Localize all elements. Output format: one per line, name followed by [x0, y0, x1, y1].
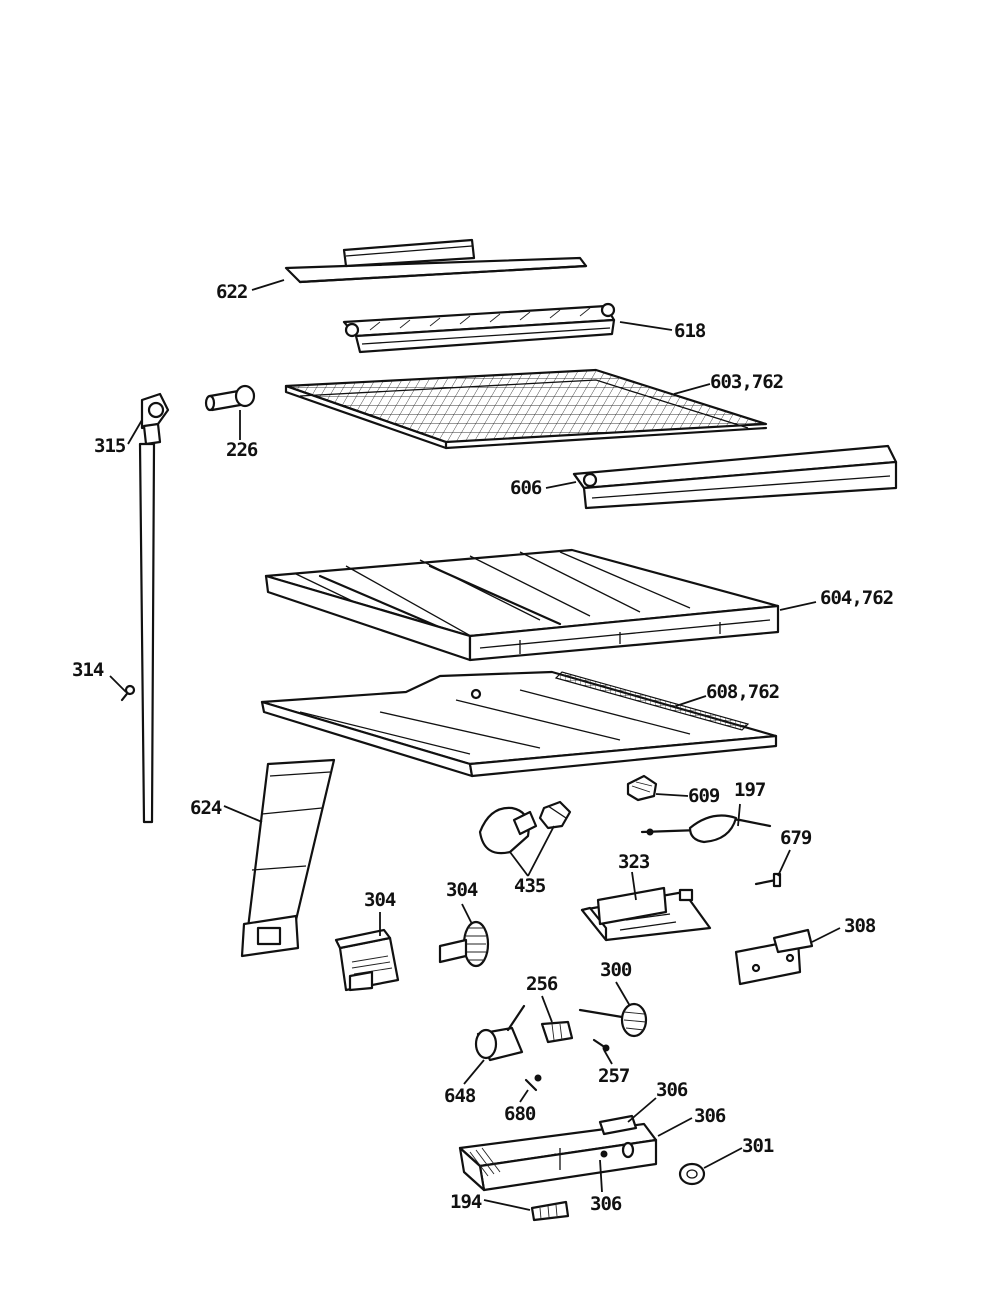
part-304-knob	[438, 920, 490, 968]
part-308-bracket	[734, 928, 814, 986]
callout-648: 648	[444, 1085, 476, 1107]
callout-679: 679	[780, 827, 812, 849]
part-680-screw	[524, 1074, 542, 1092]
callout-306-bottom: 306	[590, 1193, 622, 1215]
part-315-hinge	[140, 392, 170, 446]
callout-314: 314	[72, 659, 104, 681]
part-679-screw	[754, 872, 782, 888]
callout-300: 300	[600, 959, 632, 981]
part-323-housing	[580, 886, 712, 942]
part-256-connector	[540, 1020, 574, 1044]
part-609-fitting	[626, 774, 658, 802]
part-604-shelf	[264, 548, 780, 662]
part-304-relay-left	[334, 928, 400, 992]
callout-304-relay: 304	[364, 889, 396, 911]
callout-315: 315	[94, 435, 126, 457]
callout-197: 197	[734, 779, 766, 801]
part-314-screw	[120, 684, 136, 702]
leader-lines	[109, 279, 841, 1211]
part-622-cover-plate	[284, 238, 588, 284]
callout-435: 435	[514, 875, 546, 897]
part-door-rod	[138, 442, 156, 824]
callout-306-right: 306	[694, 1105, 726, 1127]
callout-603-762: 603,762	[710, 371, 783, 393]
part-606-crisper-cover	[572, 444, 898, 510]
part-648-switch	[474, 1004, 526, 1062]
callout-680: 680	[504, 1103, 536, 1125]
part-197-sensor	[640, 814, 772, 844]
part-300-thermostat	[578, 1002, 648, 1038]
callout-301: 301	[742, 1135, 774, 1157]
callout-618: 618	[674, 320, 706, 342]
callout-604-762: 604,762	[820, 587, 893, 609]
callout-606: 606	[510, 477, 542, 499]
part-194-terminal	[530, 1200, 570, 1222]
callout-308: 308	[844, 915, 876, 937]
part-257-screw	[592, 1038, 610, 1052]
callout-608-762: 608,762	[706, 681, 779, 703]
callout-609: 609	[688, 785, 720, 807]
part-301-knob	[678, 1162, 706, 1186]
callout-304-knob: 304	[446, 879, 478, 901]
callout-622: 622	[216, 281, 247, 303]
callout-labels: 622 618 603,762 315 226 606 604,762 314 …	[72, 281, 894, 1215]
callout-256: 256	[526, 973, 558, 995]
callout-257: 257	[598, 1065, 630, 1087]
callout-306-top: 306	[656, 1079, 688, 1101]
callout-194: 194	[450, 1191, 482, 1213]
callout-323: 323	[618, 851, 650, 873]
part-608-pan	[260, 670, 778, 778]
part-control-bracket	[458, 1114, 658, 1192]
part-624-panel	[240, 758, 336, 958]
part-435-lamp	[478, 800, 572, 855]
part-618-rail	[342, 302, 616, 354]
callout-226: 226	[226, 439, 258, 461]
part-603-wire-shelf	[284, 368, 768, 450]
part-226-pin	[204, 384, 256, 412]
callout-624: 624	[190, 797, 222, 819]
